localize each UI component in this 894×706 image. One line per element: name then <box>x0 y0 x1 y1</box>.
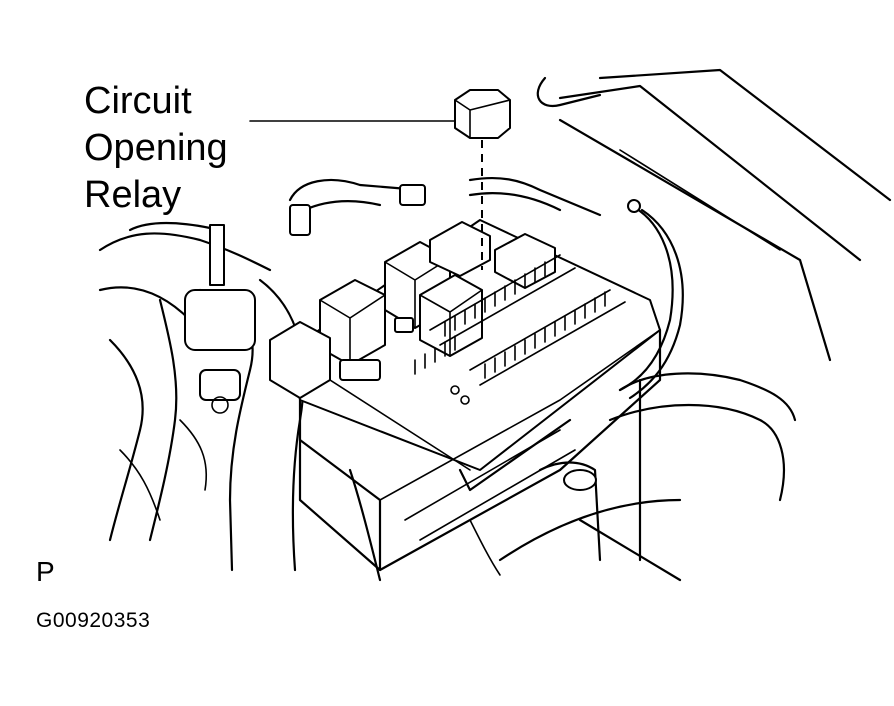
hood-outline <box>536 68 892 362</box>
relay-block <box>269 219 662 572</box>
lower-components <box>348 372 797 582</box>
relay-icon <box>454 89 511 139</box>
callout-line-3: Relay <box>84 174 182 216</box>
fuse-slots <box>414 255 606 379</box>
callout-line-1: Circuit <box>84 80 192 122</box>
circuit-opening-relay-callout <box>249 89 511 270</box>
relay-callout-label: Circuit Opening Relay <box>84 78 228 219</box>
callout-line-2: Opening <box>84 127 228 169</box>
upper-wiring <box>288 176 684 400</box>
view-letter: P <box>36 556 55 587</box>
left-wiring-harness <box>98 221 305 572</box>
figure-code: G00920353 <box>36 609 151 632</box>
